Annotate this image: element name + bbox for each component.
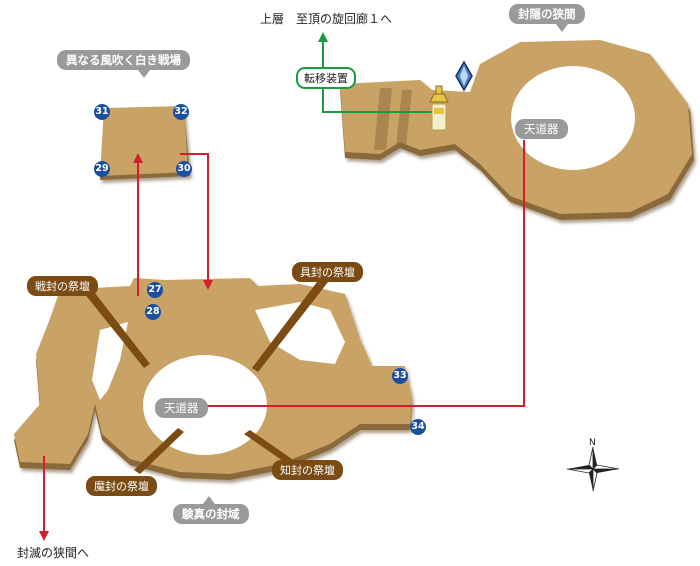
marker-31: 31 bbox=[94, 104, 110, 120]
marker-33: 33 bbox=[392, 368, 408, 384]
teleporter-icon bbox=[429, 85, 449, 131]
compass-rose-icon bbox=[566, 446, 620, 492]
altar-label-gear: 具封の祭壇 bbox=[292, 262, 363, 282]
arrow-up-icon bbox=[318, 32, 328, 42]
arrow-up-icon bbox=[133, 153, 143, 163]
area-label-white-battlefield: 異なる風吹く白き戦場 bbox=[57, 50, 190, 70]
arrow-down-icon bbox=[203, 280, 213, 290]
marker-30: 30 bbox=[176, 161, 192, 177]
teleporter-label: 転移装置 bbox=[296, 67, 356, 89]
marker-28: 28 bbox=[145, 304, 161, 320]
area-label-trial-domain: 験真の封域 bbox=[173, 504, 249, 524]
device-label-left: 天道器 bbox=[155, 398, 208, 418]
label-tail bbox=[556, 24, 568, 32]
compass-north-label: N bbox=[589, 438, 596, 448]
altar-label-war: 戦封の祭壇 bbox=[27, 276, 98, 296]
route-red-right bbox=[188, 140, 525, 407]
label-tail bbox=[203, 496, 215, 504]
crystal-icon bbox=[455, 60, 473, 92]
marker-27: 27 bbox=[147, 282, 163, 298]
altar-label-magic: 魔封の祭壇 bbox=[86, 476, 157, 496]
exit-label-lower: 封滅の狭間へ bbox=[17, 546, 90, 560]
altar-label-knowledge: 知封の祭壇 bbox=[272, 460, 343, 480]
room-white-battlefield bbox=[100, 106, 190, 180]
arrow-down-icon bbox=[39, 531, 49, 541]
area-label-sealed-gap: 封隠の狭間 bbox=[509, 4, 585, 24]
marker-32: 32 bbox=[173, 104, 189, 120]
exit-label-upper: 上層 至頂の旋回廊１へ bbox=[260, 12, 393, 26]
marker-29: 29 bbox=[94, 161, 110, 177]
device-label-right: 天道器 bbox=[515, 119, 568, 139]
route-red-top bbox=[180, 153, 209, 286]
room-trial-domain bbox=[14, 278, 412, 480]
label-tail bbox=[138, 70, 150, 78]
route-green bbox=[322, 42, 436, 113]
route-lines bbox=[43, 42, 525, 532]
marker-34: 34 bbox=[410, 419, 426, 435]
